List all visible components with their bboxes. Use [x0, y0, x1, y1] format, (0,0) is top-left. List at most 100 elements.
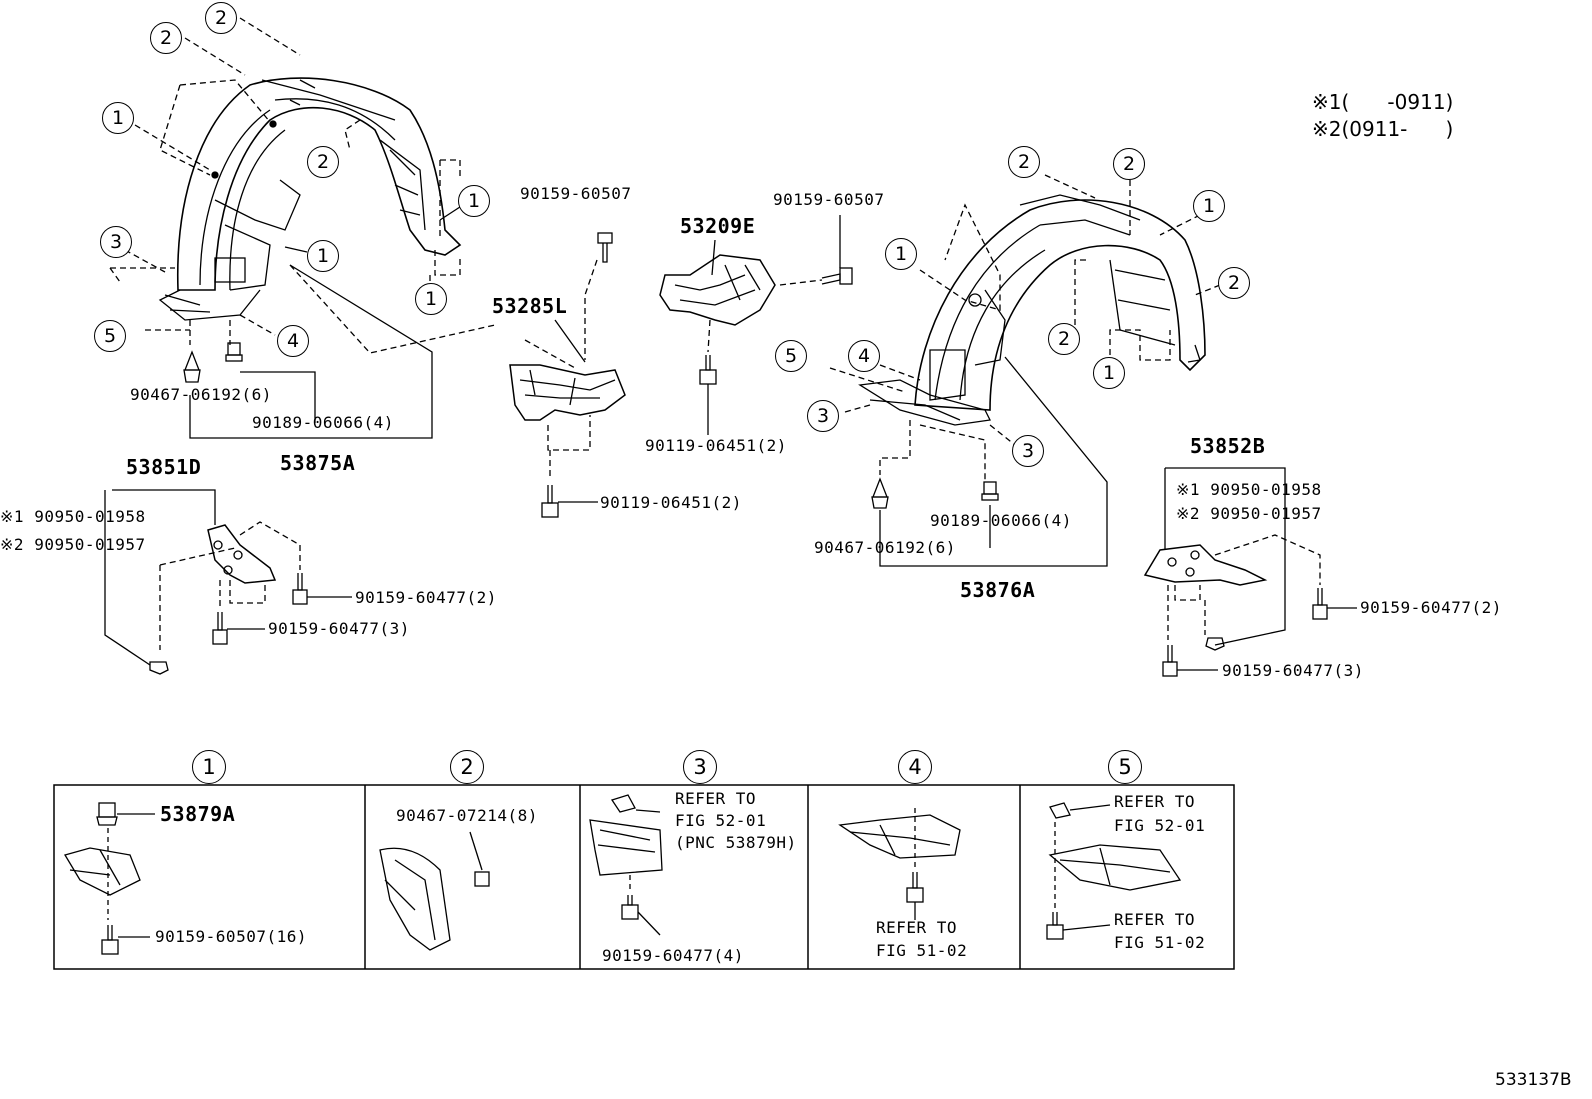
panel-3-drawing: [589, 794, 663, 920]
left-upper-bracket-screw-label: 90159-60507: [520, 184, 632, 203]
right-bracket-drawing: [1143, 544, 1268, 586]
right-upper-bracket-drawing: [659, 254, 776, 326]
bolt-icon: [699, 355, 717, 385]
detail-panel-2-header: 2: [450, 750, 484, 784]
panel-5-ref-top-line-1: REFER TO: [1114, 792, 1196, 811]
callout-1: 1: [1193, 190, 1225, 222]
left-bracket-drawing: [207, 524, 277, 584]
right-liner-clip-label: 90467-06192(6): [814, 538, 956, 557]
callout-3: 3: [807, 400, 839, 432]
leader: [1069, 804, 1111, 811]
nut-icon: [149, 661, 169, 675]
nut-icon: [981, 481, 999, 501]
panel-1-part-label: 53879A: [160, 802, 236, 826]
callout-3: 3: [1012, 435, 1044, 467]
right-bracket-screw-a-label: 90159-60477(2): [1360, 598, 1502, 617]
right-upper-bracket-bolt-label: 90119-06451(2): [645, 436, 787, 455]
right-bracket-dashed-leaders: [1167, 534, 1321, 640]
screw-icon: [292, 573, 308, 605]
right-bracket-screw-b-label: 90159-60477(3): [1222, 661, 1364, 680]
left-upper-bracket-part-label: 53285L: [492, 294, 568, 318]
right-upper-bracket-part-label: 53209E: [680, 214, 756, 238]
leader: [711, 239, 716, 276]
panel-5-ref-bottom-line-1: REFER TO: [1114, 910, 1196, 929]
screw-icon: [597, 232, 613, 263]
panel-4-ref-line-2: FIG 51-02: [876, 941, 968, 960]
left-bracket-part-label: 53851D: [126, 455, 202, 479]
clip-icon: [183, 350, 201, 383]
left-liner-assembly-label: 53875A: [280, 451, 356, 475]
detail-panel-1-header: 1: [192, 750, 226, 784]
callout-2: 2: [1008, 146, 1040, 178]
note-2: ※2(0911- ): [1312, 119, 1453, 139]
panel-4-drawing: [838, 814, 961, 903]
callout-2: 2: [1048, 323, 1080, 355]
callout-1: 1: [307, 240, 339, 272]
panel-1-screw-label: 90159-60507(16): [155, 927, 307, 946]
screw-icon: [1312, 588, 1328, 620]
panel-5-drawing: [1046, 802, 1182, 940]
leader: [284, 246, 308, 253]
callout-5: 5: [775, 340, 807, 372]
right-liner-assembly-label: 53876A: [960, 578, 1036, 602]
callout-4: 4: [277, 325, 309, 357]
right-fender-liner-drawing: [858, 194, 1206, 426]
panel-3-ref-line-3: (PNC 53879H): [675, 833, 797, 852]
right-liner-nut-label: 90189-06066(4): [930, 511, 1072, 530]
detail-panel-3-header: 3: [683, 750, 717, 784]
callout-4: 4: [848, 340, 880, 372]
note-2-range: (0911- ): [1341, 117, 1454, 141]
detail-panel-5-header: 5: [1108, 750, 1142, 784]
left-upper-bracket-bolt-label: 90119-06451(2): [600, 493, 742, 512]
assembly-bracket-line: [1165, 467, 1286, 646]
assembly-bracket-line: [879, 356, 1108, 567]
note-2-mark: ※2: [1312, 117, 1342, 141]
leader: [469, 831, 483, 871]
left-upper-bracket-drawing: [509, 364, 626, 421]
nut-part-number: 90950-01957: [1210, 504, 1322, 523]
left-bracket-screw-b-label: 90159-60477(3): [268, 619, 410, 638]
nut-icon: [225, 342, 243, 362]
panel-3-ref-line-1: REFER TO: [675, 789, 757, 808]
detail-panel-4-header: 4: [898, 750, 932, 784]
callout-1: 1: [415, 283, 447, 315]
left-bracket-nut-note-2: ※2 90950-01957: [0, 537, 146, 553]
left-bracket-screw-a-label: 90159-60477(2): [355, 588, 497, 607]
leader: [104, 490, 151, 666]
left-bracket-dashed-leaders: [159, 521, 301, 650]
callout-1: 1: [1093, 357, 1125, 389]
left-upper-bracket-dashed-leaders: [524, 259, 598, 480]
assembly-bracket-line: [189, 264, 433, 439]
panel-5-ref-bottom-line-2: FIG 51-02: [1114, 933, 1206, 952]
callout-2: 2: [1113, 148, 1145, 180]
nut-icon: [1205, 637, 1225, 651]
callout-3: 3: [100, 226, 132, 258]
callout-5: 5: [94, 320, 126, 352]
right-bracket-nut-note-2: ※2 90950-01957: [1176, 506, 1322, 522]
left-liner-dashed-leaders: [109, 17, 496, 354]
callout-2: 2: [205, 2, 237, 34]
panel-1-drawing: [64, 802, 141, 955]
note-mark: ※1: [0, 507, 25, 526]
callout-2: 2: [150, 22, 182, 54]
detail-panel-frames: [53, 784, 1235, 970]
clip-icon: [871, 477, 889, 509]
callout-1: 1: [102, 102, 134, 134]
left-liner-clip-label: 90467-06192(6): [130, 385, 272, 404]
bolt-icon: [541, 485, 559, 518]
right-upper-bracket-screw-label: 90159-60507: [773, 190, 885, 209]
nut-part-number: 90950-01958: [34, 507, 146, 526]
note-1: ※1( -0911): [1312, 92, 1453, 112]
right-bracket-nut-note-1: ※1 90950-01958: [1176, 482, 1322, 498]
leader: [637, 911, 661, 936]
left-fender-liner-drawing: [158, 77, 462, 321]
callout-2: 2: [1218, 267, 1250, 299]
left-bracket-nut-note-1: ※1 90950-01958: [0, 509, 146, 525]
panel-5-ref-top-line-2: FIG 52-01: [1114, 816, 1206, 835]
screw-icon: [821, 267, 853, 285]
note-mark: ※2: [0, 535, 25, 554]
callout-1: 1: [885, 238, 917, 270]
figure-id: 533137B: [1495, 1070, 1572, 1090]
